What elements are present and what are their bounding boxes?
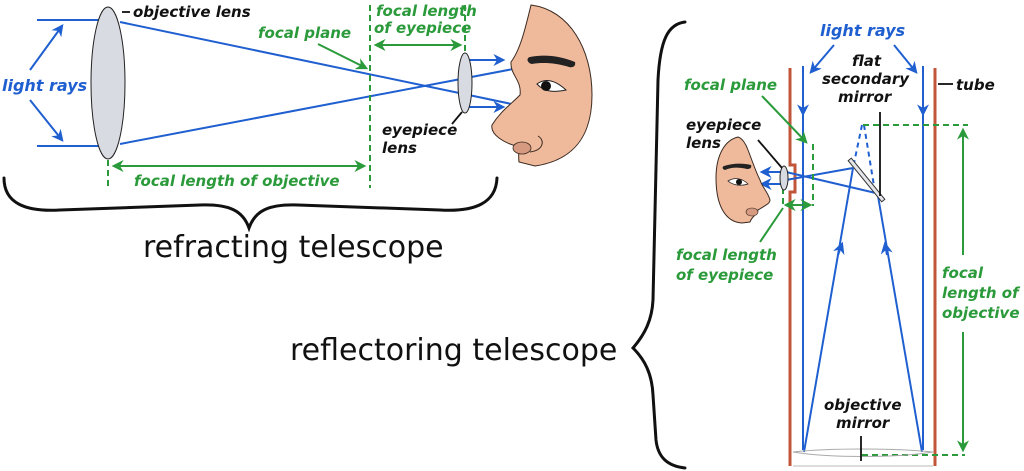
secondary-mirror [848, 158, 885, 202]
eyepiece-lens-pointer-reflecting [757, 139, 783, 169]
focal-length-objective-label-2: length of [942, 284, 1021, 302]
nostril-reflecting [745, 207, 759, 217]
focal-plane-label-reflecting: focal plane [684, 76, 777, 94]
eyepiece-lens-label-1-reflecting: eyepiece [686, 116, 761, 134]
objective-mirror-label-2: mirror [836, 414, 891, 432]
observer-face [491, 4, 593, 167]
reflecting-title: reflectoring telescope [290, 333, 617, 368]
eyepiece-lens-label-2: lens [382, 139, 417, 157]
reflected-arrow-left [833, 241, 845, 256]
light-rays-label: light rays [2, 76, 87, 95]
focal-length-eyepiece-label-2: of eyepiece [374, 19, 471, 37]
focal-length-eyepiece-label-1-reflecting: focal length [676, 246, 777, 264]
reflecting-brace [630, 20, 687, 470]
secondary-ray-top [785, 167, 854, 181]
objective-lens-label: objective lens [133, 3, 251, 21]
mouth-curve [529, 135, 543, 153]
focal-plane-pointer [317, 43, 369, 70]
light-rays-label-reflecting: light rays [820, 21, 905, 40]
focal-length-eyepiece-label-1: focal length [376, 2, 477, 20]
focal-length-objective-label-3: objective [942, 304, 1020, 322]
light-rays-pointer-right [893, 44, 918, 74]
converging-ray-top [119, 21, 551, 113]
light-rays-arrow-up [29, 24, 64, 71]
secondary-mirror-label-2: secondary [822, 70, 910, 88]
converging-ray-bottom [119, 61, 551, 145]
objective-lens [90, 6, 126, 160]
eyebrow-reflecting [722, 163, 752, 170]
observer-face-reflecting [715, 136, 771, 224]
refracting-title: refracting telescope [143, 230, 444, 265]
tube-label: tube [956, 76, 995, 94]
refracting-brace [2, 176, 499, 233]
focal-plane-label: focal plane [258, 24, 351, 42]
focal-length-objective-label-1: focal [942, 264, 984, 282]
eyepiece-lens-label-2-reflecting: lens [686, 134, 721, 152]
focal-plane-pointer-reflecting [761, 95, 808, 144]
reflecting-telescope: reflectoring telescope tube light rays [290, 20, 1021, 470]
focal-length-objective-label: focal length of objective [134, 172, 340, 190]
virtual-ray-right [863, 124, 875, 187]
pupil [541, 81, 551, 91]
nostril [512, 141, 532, 155]
refracting-telescope: light rays objective lens focal plane fo… [2, 2, 593, 265]
reflected-ray-left [803, 167, 854, 453]
secondary-mirror-label-3: mirror [838, 88, 893, 106]
light-rays-arrow-down [29, 99, 64, 142]
secondary-ray-bottom [785, 171, 881, 195]
focal-length-eyepiece-pointer [759, 207, 784, 243]
pupil-reflecting [736, 179, 742, 185]
light-rays-pointer-left [809, 44, 835, 74]
eyepiece-lens-label-1: eyepiece [382, 121, 457, 139]
eyepiece-lens-pointer [451, 111, 463, 125]
eyepiece-lens [457, 52, 473, 114]
focal-length-eyepiece-label-2-reflecting: of eyepiece [676, 266, 773, 284]
secondary-mirror-label-1: flat [852, 52, 882, 70]
objective-mirror-label-1: objective [824, 396, 902, 414]
reflected-ray-right [877, 195, 923, 453]
reflected-arrow-right [880, 241, 893, 256]
eyebrow [527, 55, 576, 68]
eyepiece-lens-reflecting [779, 165, 789, 191]
objective-mirror [792, 448, 934, 457]
virtual-ray-left [852, 124, 863, 169]
